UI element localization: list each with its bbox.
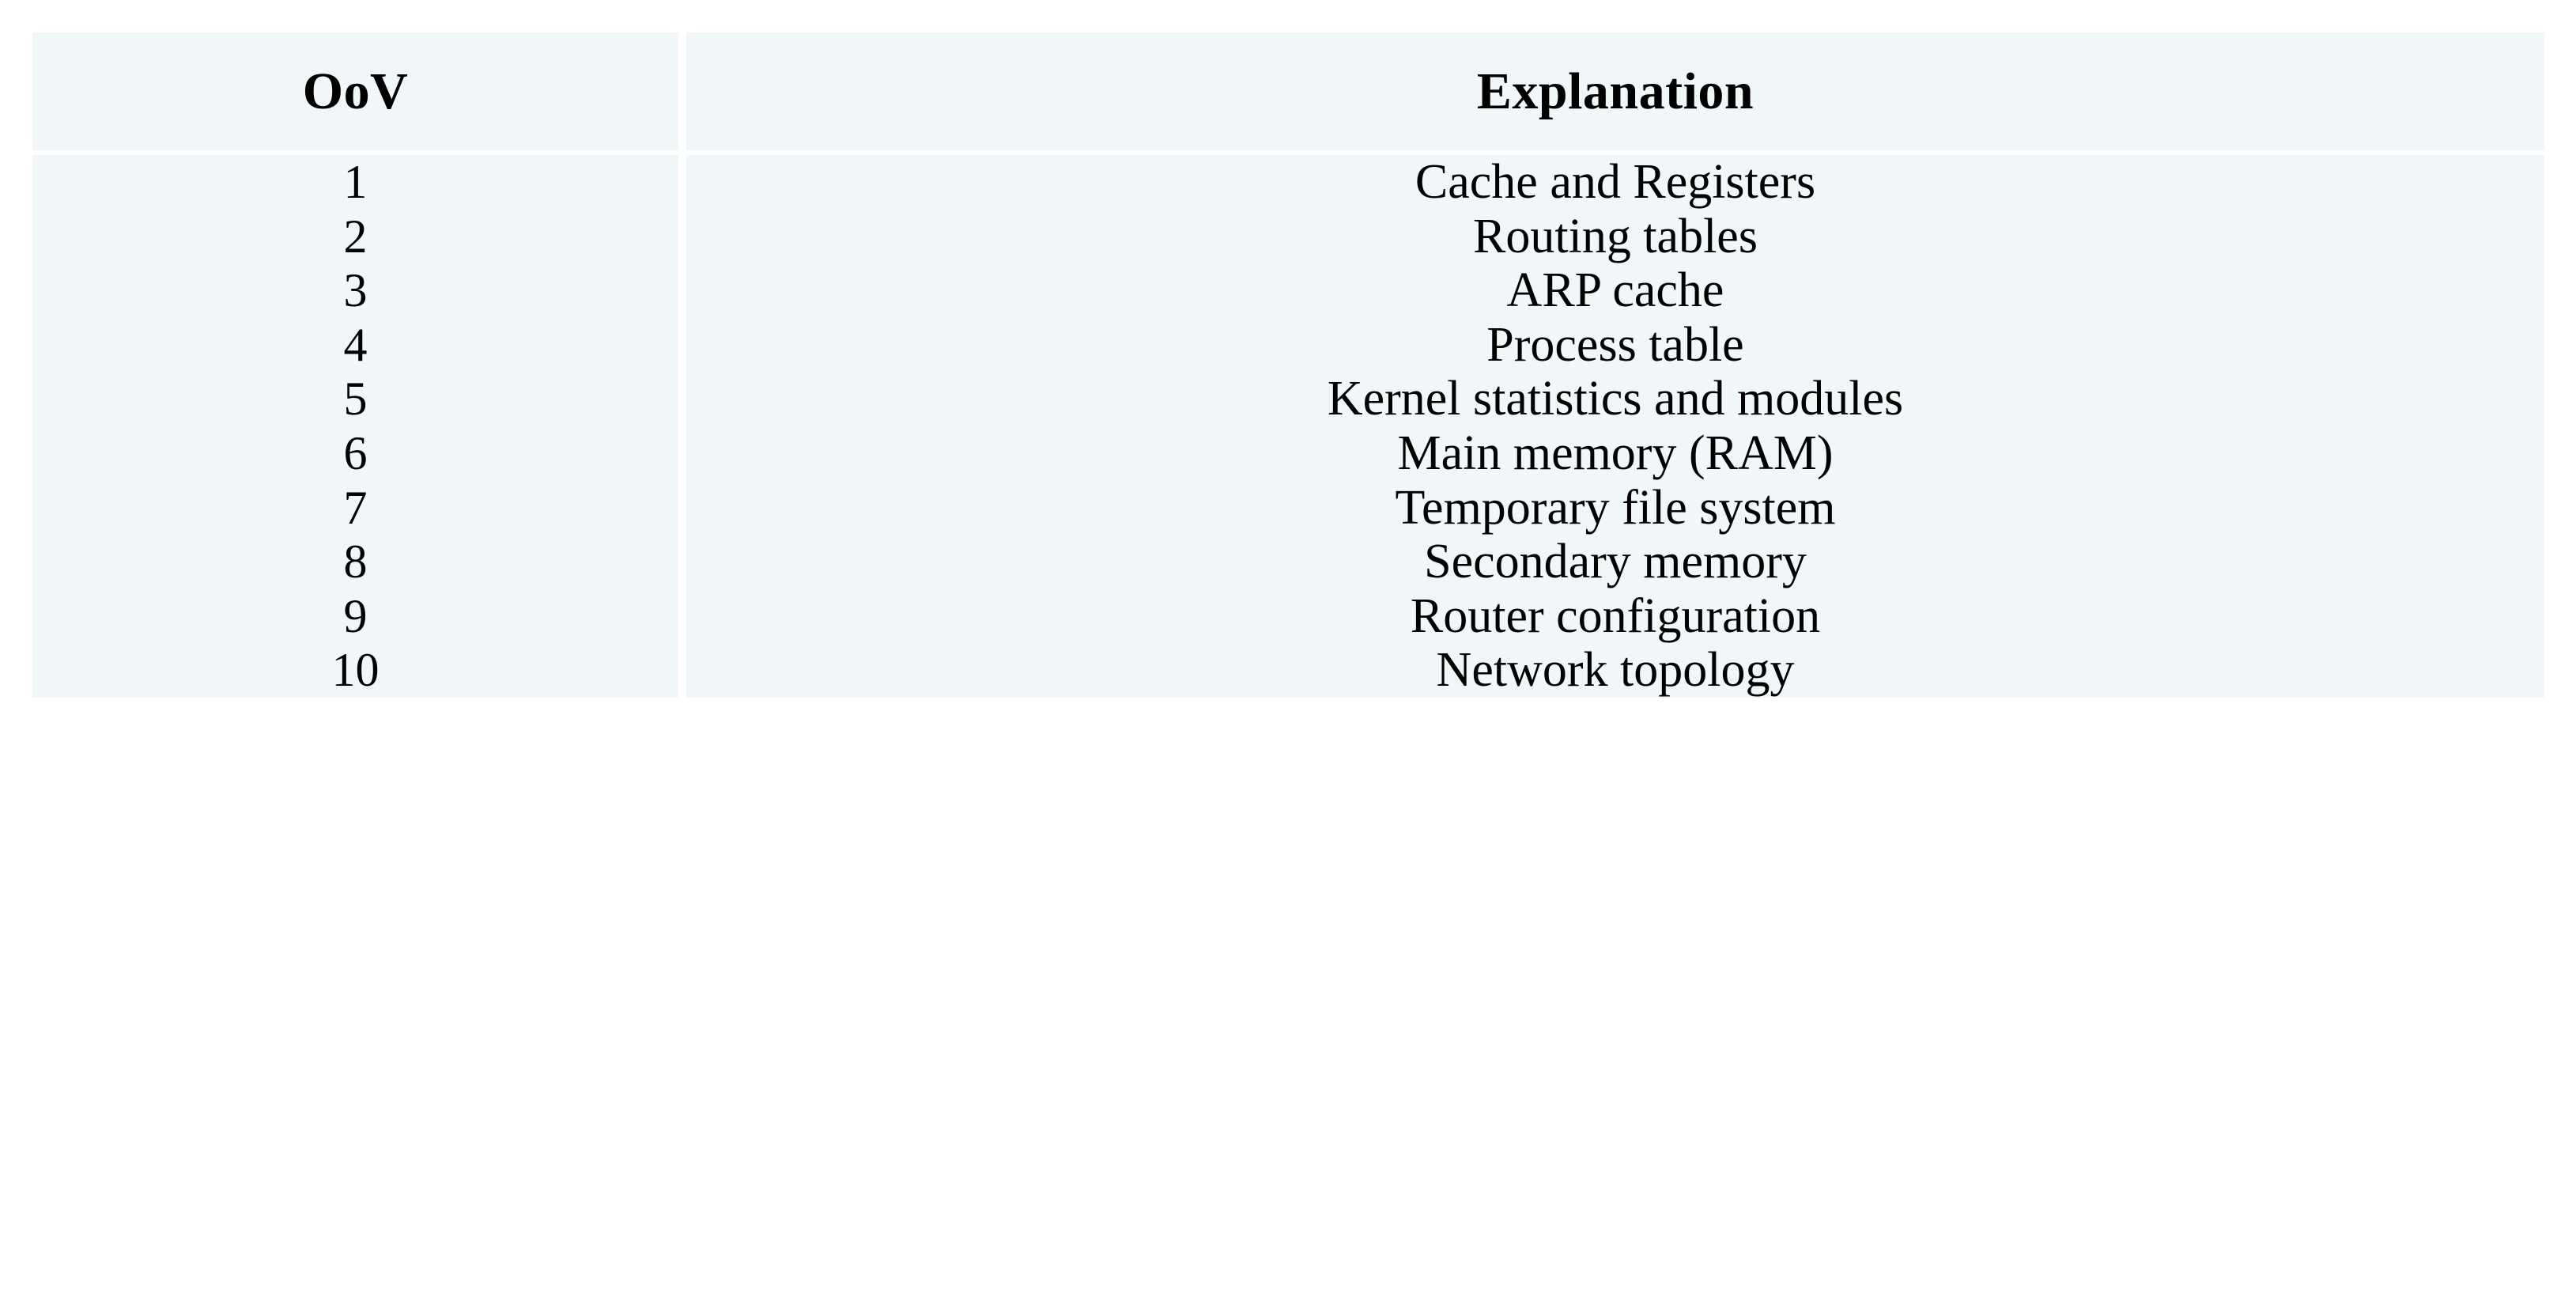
oov-table-container: OoV Explanation 1 Cache and Registers 2 …: [32, 32, 2544, 1283]
cell-explanation: Kernel statistics and modules: [686, 372, 2544, 426]
table-body: 1 Cache and Registers 2 Routing tables 3…: [32, 150, 2544, 698]
cell-explanation: Router configuration: [686, 588, 2544, 644]
table-header: OoV Explanation: [32, 32, 2544, 150]
column-divider-rule: [678, 643, 686, 698]
cell-explanation: Secondary memory: [686, 535, 2544, 589]
table-row: 6 Main memory (RAM): [32, 426, 2544, 481]
cell-explanation: Main memory (RAM): [686, 426, 2544, 481]
table-row: 8 Secondary memory: [32, 535, 2544, 589]
column-header-explanation: Explanation: [686, 32, 2544, 150]
cell-oov: 10: [32, 643, 678, 698]
table-row: 3 ARP cache: [32, 263, 2544, 318]
cell-explanation: Network topology: [686, 643, 2544, 698]
column-divider-rule: [678, 32, 686, 150]
column-divider-rule: [678, 426, 686, 481]
cell-oov: 3: [32, 263, 678, 318]
cell-oov: 4: [32, 317, 678, 373]
cell-oov: 1: [32, 155, 678, 210]
cell-oov: 9: [32, 588, 678, 644]
cell-oov: 2: [32, 209, 678, 264]
cell-oov: 8: [32, 535, 678, 589]
table-row: 2 Routing tables: [32, 209, 2544, 264]
cell-oov: 6: [32, 426, 678, 481]
cell-explanation: Cache and Registers: [686, 155, 2544, 210]
header-row: OoV Explanation: [32, 32, 2544, 150]
header-body-divider-rule: [32, 150, 2544, 155]
column-divider-rule: [678, 372, 686, 426]
rule-cell-right: [686, 150, 2544, 155]
rule-cell-left: [32, 150, 678, 155]
cell-oov: 5: [32, 372, 678, 426]
table-row: 5 Kernel statistics and modules: [32, 372, 2544, 426]
table-row: 4 Process table: [32, 317, 2544, 373]
oov-explanation-table: OoV Explanation 1 Cache and Registers 2 …: [32, 32, 2544, 698]
column-divider-rule: [678, 535, 686, 589]
table-row: 1 Cache and Registers: [32, 155, 2544, 210]
table-row: 9 Router configuration: [32, 588, 2544, 644]
cell-explanation: Routing tables: [686, 209, 2544, 264]
rule-cell-center: [678, 150, 686, 155]
table-row: 7 Temporary file system: [32, 480, 2544, 535]
column-divider-rule: [678, 209, 686, 264]
column-divider-rule: [678, 480, 686, 535]
table-row: 10 Network topology: [32, 643, 2544, 698]
cell-oov: 7: [32, 480, 678, 535]
column-divider-rule: [678, 317, 686, 373]
column-header-oov: OoV: [32, 32, 678, 150]
column-divider-rule: [678, 155, 686, 210]
column-divider-rule: [678, 263, 686, 318]
column-divider-rule: [678, 588, 686, 644]
cell-explanation: ARP cache: [686, 263, 2544, 318]
cell-explanation: Process table: [686, 317, 2544, 373]
cell-explanation: Temporary file system: [686, 480, 2544, 535]
